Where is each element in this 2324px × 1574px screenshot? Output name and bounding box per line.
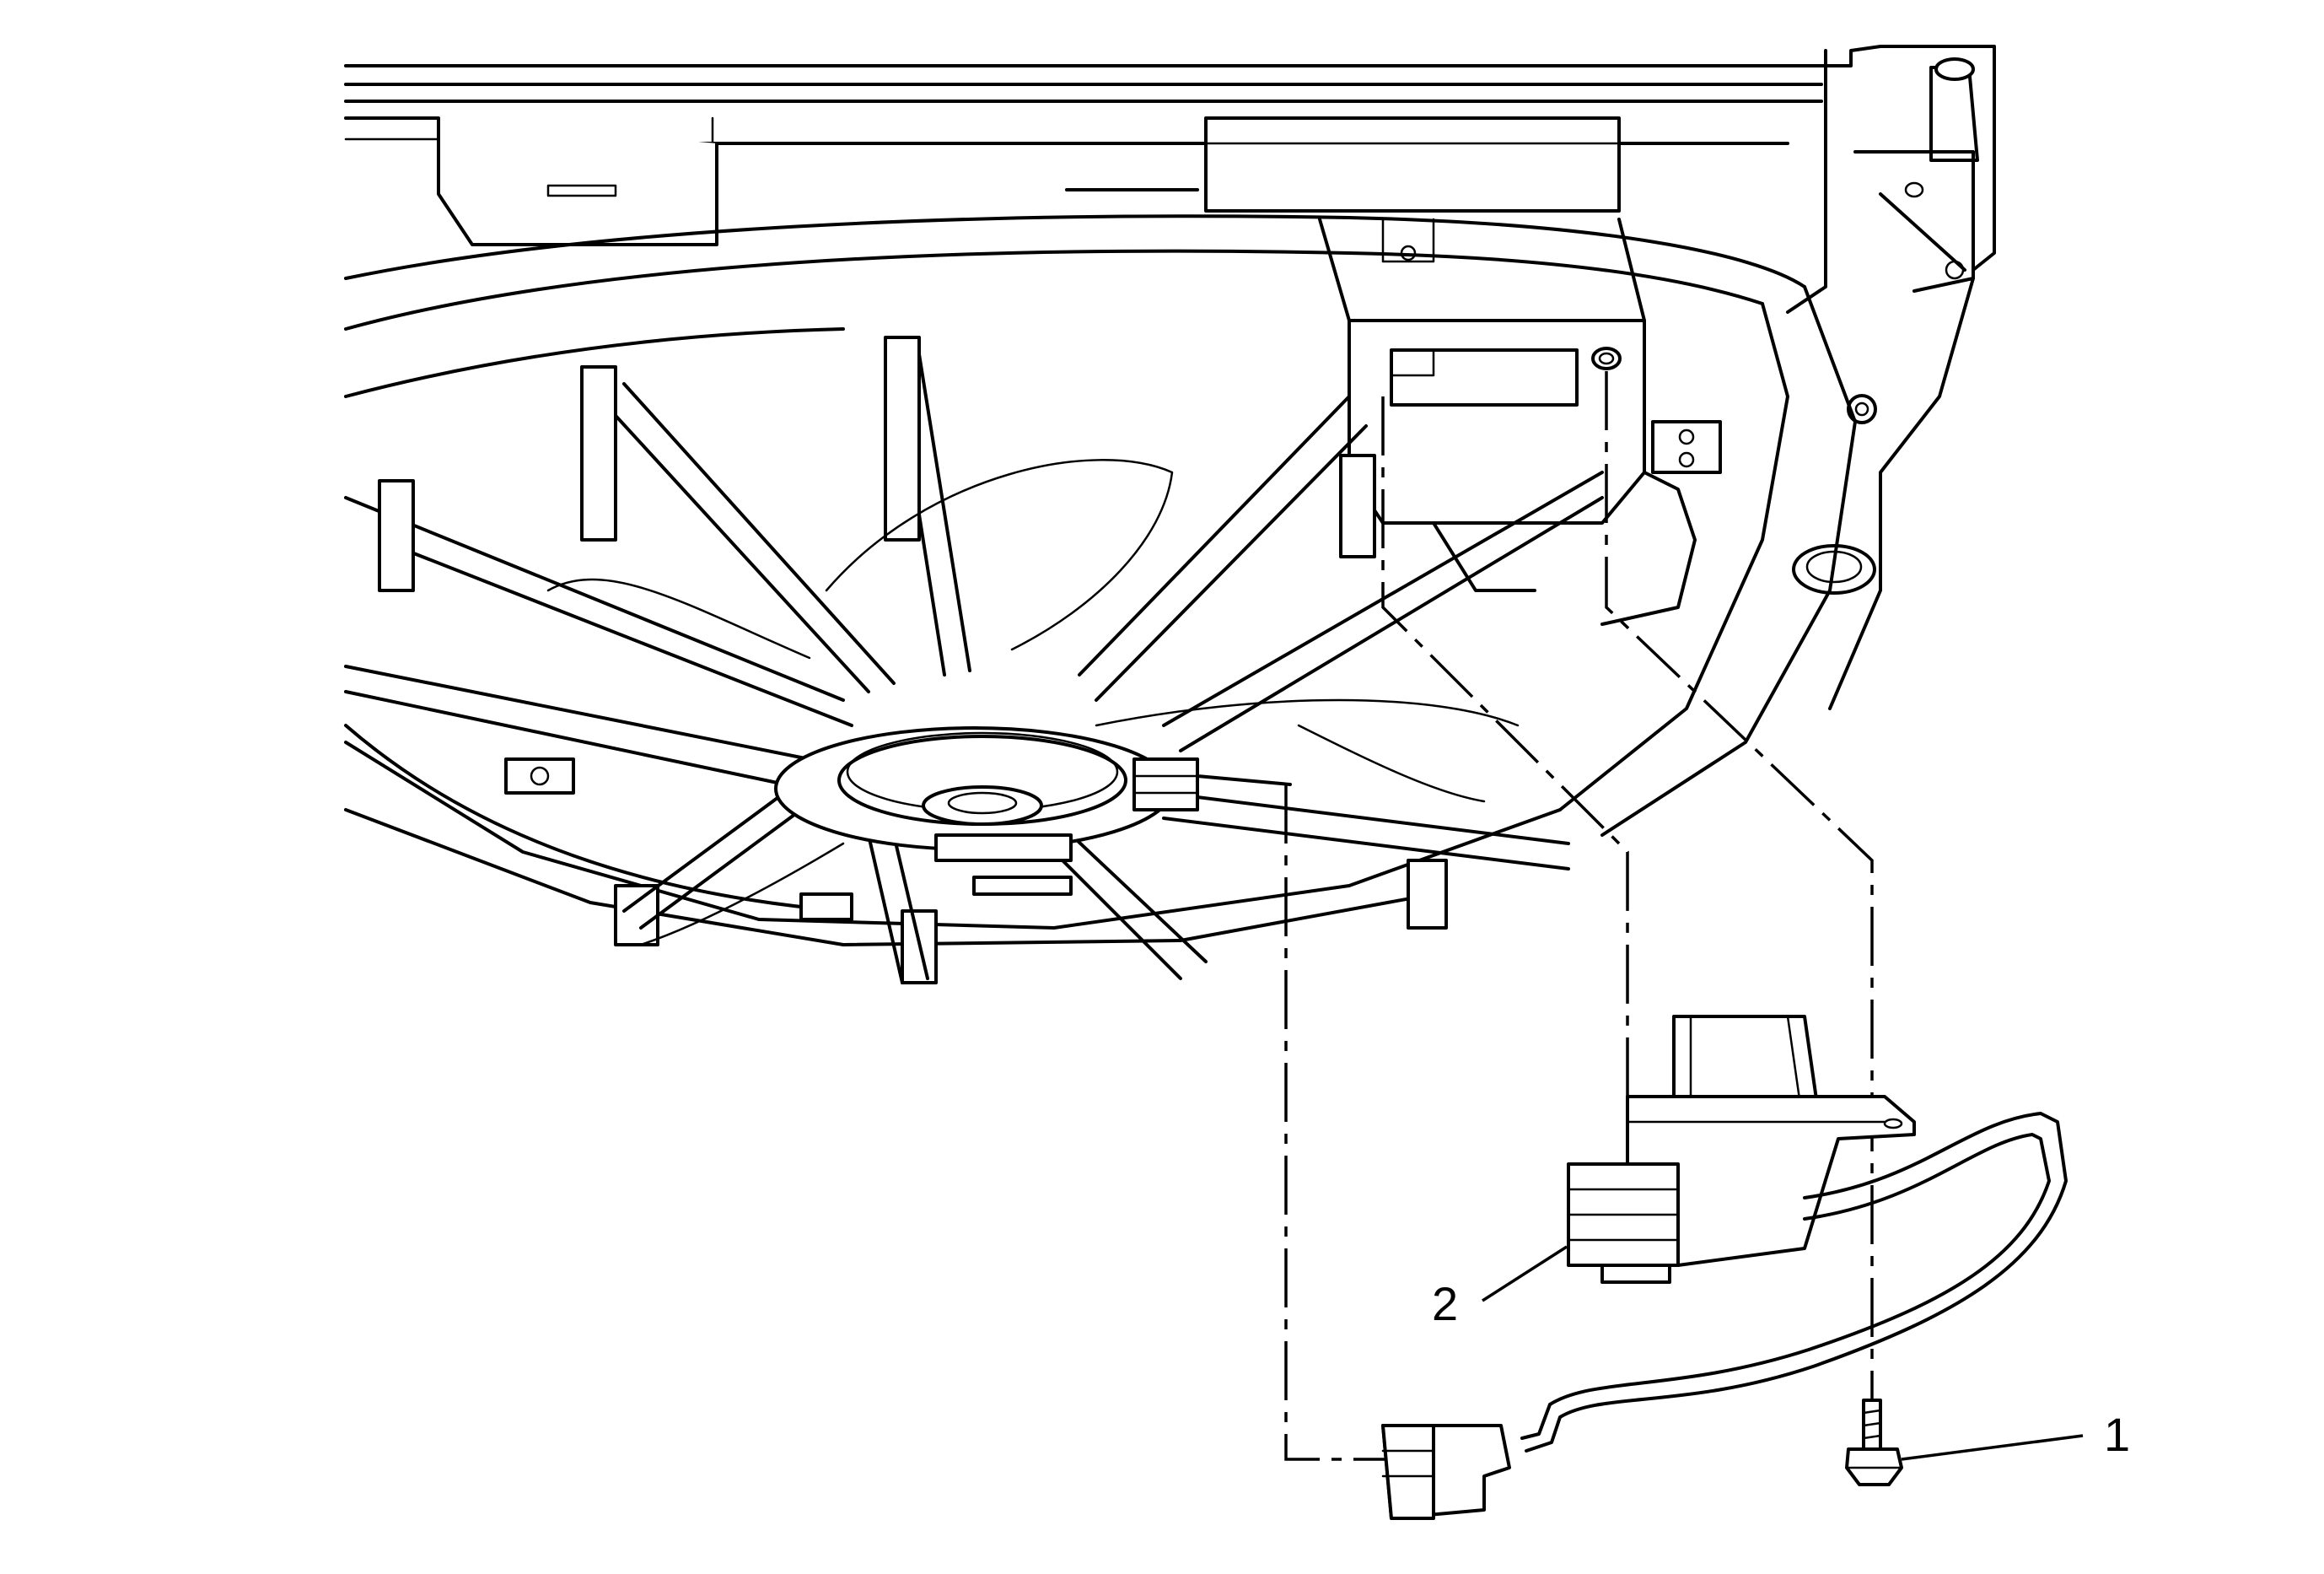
harness-connector bbox=[1381, 1424, 1511, 1520]
fan-blades bbox=[546, 459, 1520, 946]
callout-1: 1 bbox=[1901, 1408, 2130, 1461]
motor-bracket bbox=[1318, 218, 1722, 626]
bolt bbox=[1845, 1399, 1903, 1486]
shroud-spokes bbox=[344, 336, 1604, 984]
fan-shroud bbox=[344, 214, 1857, 984]
fan-resistor-assembly bbox=[1520, 1015, 2068, 1453]
callout-1-label: 1 bbox=[2104, 1408, 2130, 1461]
radiator-shroud-frame bbox=[344, 45, 1996, 710]
callout-2: 2 bbox=[1432, 1245, 1568, 1330]
callout-2-label: 2 bbox=[1432, 1277, 1458, 1330]
fan-motor-hub bbox=[774, 726, 1292, 862]
